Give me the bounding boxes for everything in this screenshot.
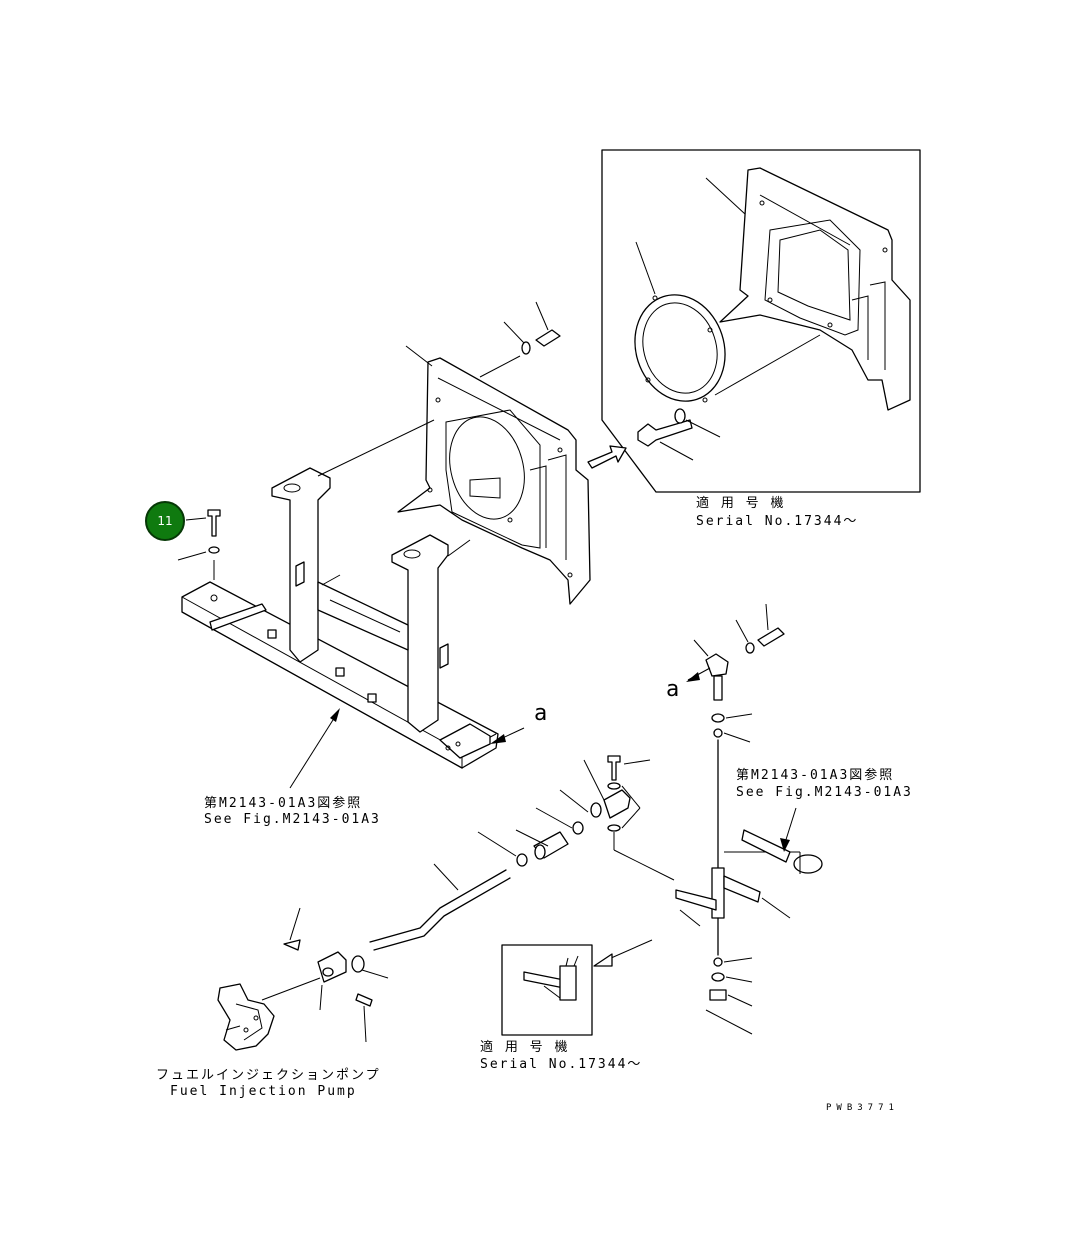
serial-top-jp: 適 用 号 機 [696,496,786,511]
see-fig-left-jp: 第M2143-01A3図参照 [204,796,363,811]
serial-top-en: Serial No.17344～ [696,514,859,529]
detail-a-right: a [666,677,680,702]
inset-box-lever [501,939,653,1036]
control-linkage [217,603,823,1051]
support-frame [177,419,525,789]
detail-a-left: a [534,701,548,726]
fan-shroud [397,301,591,605]
pump-label-en: Fuel Injection Pump [170,1084,357,1099]
see-fig-left-en: See Fig.M2143-01A3 [204,812,381,827]
serial-bottom-en: Serial No.17344～ [480,1057,643,1072]
callout-marker-11[interactable]: 11 [145,501,185,541]
drawing-id: PWB3771 [826,1103,899,1113]
callout-number: 11 [157,514,173,528]
inset-box-fan-shroud [601,149,921,493]
pump-label-jp: フュエルインジェクションポンプ [156,1068,381,1083]
see-fig-right-en: See Fig.M2143-01A3 [736,785,913,800]
arrow-to-inset [587,445,627,469]
see-fig-right-jp: 第M2143-01A3図参照 [736,768,895,783]
serial-bottom-jp: 適 用 号 機 [480,1040,570,1055]
